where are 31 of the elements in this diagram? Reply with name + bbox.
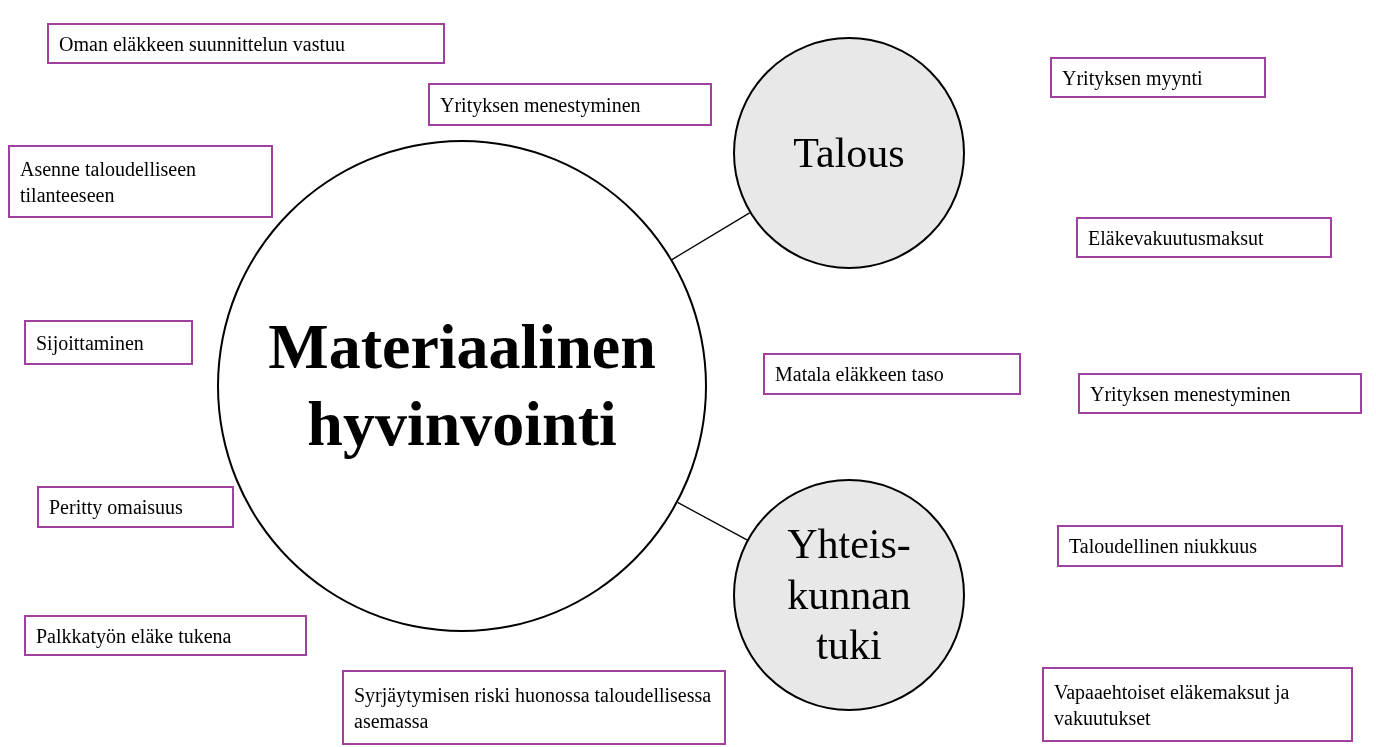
text-box xyxy=(24,615,307,656)
text-box xyxy=(428,83,712,126)
text-box xyxy=(1057,525,1343,567)
connector-line xyxy=(676,501,748,541)
box-text: Taloudellinen niukkuus xyxy=(1069,534,1258,559)
connector-line xyxy=(671,212,751,261)
text-box xyxy=(24,320,193,365)
text-box xyxy=(342,670,726,745)
box-text: Yrityksen myynti xyxy=(1062,65,1203,91)
text-box xyxy=(1042,667,1353,742)
circle-title: Yhteis- kunnan tuki xyxy=(786,520,912,671)
circle-title: Materiaalinen hyvinvointi xyxy=(267,310,657,461)
text-box xyxy=(1078,373,1362,414)
box-text: Peritty omaisuus xyxy=(49,495,183,520)
text-box xyxy=(8,145,273,218)
box-text: Matala eläkkeen taso xyxy=(775,362,944,387)
text-box xyxy=(1050,57,1266,98)
box-text: Vapaaehtoiset eläkemaksut ja vakuutukset xyxy=(1054,679,1291,731)
text-box xyxy=(763,353,1021,395)
box-text: Yrityksen menestyminen xyxy=(440,92,641,118)
circle-title: Talous xyxy=(792,128,906,178)
text-box xyxy=(37,486,234,528)
box-text: Syrjäytymisen riski huonossa taloudellisessa asemassa xyxy=(354,682,713,734)
box-text: Sijoittaminen xyxy=(36,330,144,356)
box-text: Eläkevakuutusmaksut xyxy=(1088,225,1264,251)
box-text: Asenne taloudelliseen tilanteeseen xyxy=(20,156,198,208)
box-text: Yrityksen menestyminen xyxy=(1090,381,1291,407)
text-box xyxy=(47,23,445,64)
text-box xyxy=(1076,217,1332,258)
box-text: Palkkatyön eläke tukena xyxy=(36,623,232,649)
box-text: Oman eläkkeen suunnittelun vastuu xyxy=(59,31,346,57)
